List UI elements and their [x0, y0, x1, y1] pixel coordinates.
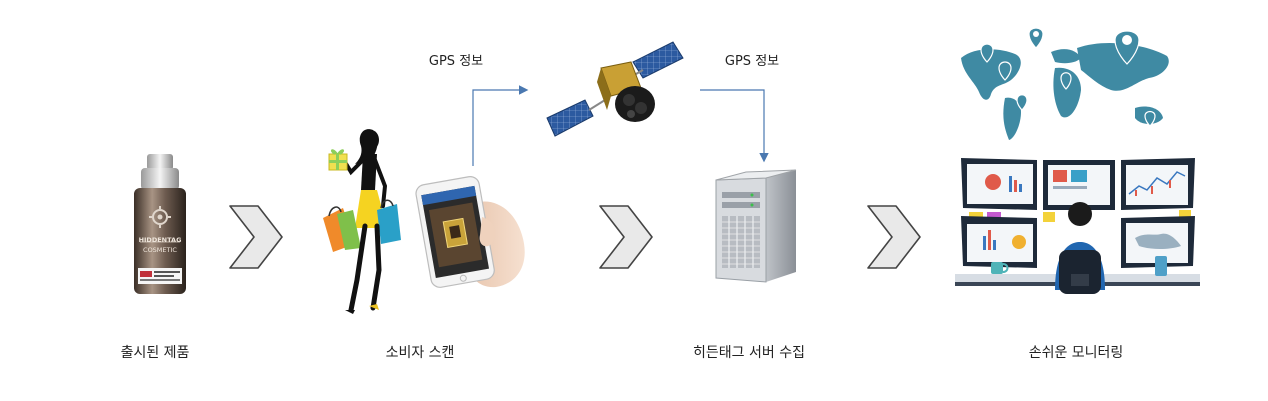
shopper-woman-image	[323, 129, 401, 314]
chevron-arrow-icon	[867, 205, 921, 269]
server-tower-image	[715, 169, 797, 283]
step-label-consumer-scan: 소비자 스캔	[385, 345, 455, 361]
gps-info-label: GPS 정보	[724, 54, 780, 69]
gps-info-label: GPS 정보	[428, 54, 484, 69]
chevron-arrow-icon	[229, 205, 283, 269]
world-map-image	[961, 27, 1169, 140]
chevron-arrow-icon	[599, 205, 653, 269]
smartphone-scan-image	[415, 176, 525, 288]
monitoring-station-image	[955, 158, 1200, 294]
step-label-server-collect: 히든태그 서버 수집	[693, 345, 805, 361]
product-brand-line1: HIDDENTAG	[138, 236, 182, 244]
satellite-image	[546, 41, 684, 137]
product-brand-line2: COSMETIC	[143, 246, 177, 254]
cosmetic-bottle-image	[134, 154, 186, 294]
step-label-monitoring: 손쉬운 모니터링	[1028, 345, 1124, 361]
step-label-product: 출시된 제품	[120, 345, 190, 361]
